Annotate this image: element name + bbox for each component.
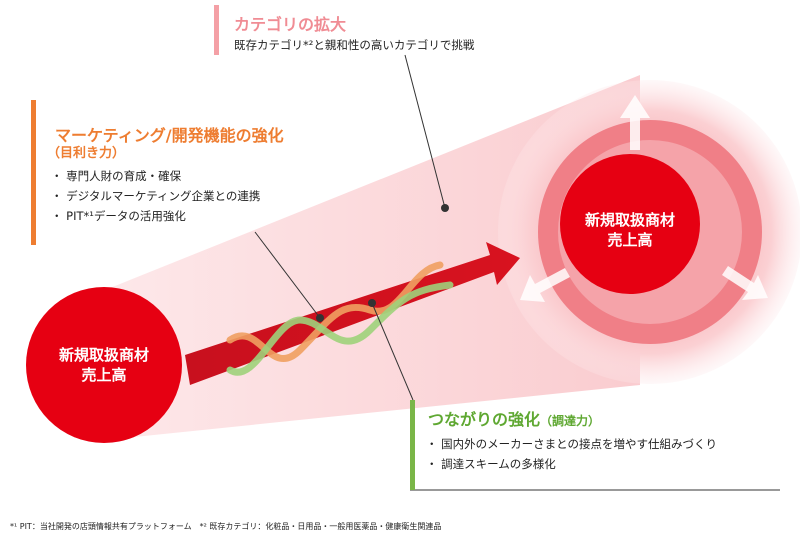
category-desc: 既存カテゴリ*²と親和性の高いカテゴリで挑戦 [234,38,475,52]
right-core [560,154,700,294]
marketing-list: ・ 専門人財の育成・確保 ・ デジタルマーケティング企業との連携 ・ PIT*¹… [51,166,260,226]
category-bar [214,5,219,55]
connector-lines [254,54,446,401]
footnote: *¹ PIT：当社開発の店頭情報共有プラットフォーム *² 既存カテゴリ：化粧品… [10,522,442,531]
helix-strand-orange [226,261,444,362]
left-circle-label: 新規取扱商材 売上高 [44,345,164,385]
left-circle [26,287,182,443]
procurement-item: ・ 国内外のメーカーさまとの接点を増やす仕組みづくり [426,437,718,451]
right-circle-line2: 売上高 [607,231,653,249]
helix-strand-green [226,281,454,376]
procurement-title-suffix: （調達力） [540,414,601,428]
procurement-connector [371,302,414,401]
connector-dot [368,299,376,307]
arrow-up-icon [620,95,650,150]
procurement-box: つながりの強化（調達力） ・ 国内外のメーカーさまとの接点を増やす仕組みづくり … [410,400,780,490]
connector-dot [441,204,449,212]
procurement-bar [410,400,415,490]
marketing-item: ・ PIT*¹データの活用強化 [51,209,186,223]
marketing-item: ・ デジタルマーケティング企業との連携 [51,189,261,203]
procurement-heading: つながりの強化（調達力） [428,406,600,430]
marketing-item: ・ 専門人財の育成・確保 [51,169,182,183]
marketing-bar [31,100,36,245]
procurement-list: ・ 国内外のメーカーさまとの接点を増やす仕組みづくり ・ 調達スキームの多様化 [426,434,717,474]
procurement-title: つながりの強化 [428,410,541,429]
marketing-title: マーケティング/開発機能の強化 [55,126,284,145]
marketing-box: マーケティング/開発機能の強化 （目利き力） ・ 専門人財の育成・確保 ・ デジ… [31,100,311,245]
left-circle-line2: 売上高 [81,366,127,384]
expansion-arrows [520,95,768,302]
marketing-connector [254,231,321,319]
marketing-subtitle: （目利き力） [47,146,126,161]
category-connector [404,54,446,209]
right-circle-line1: 新規取扱商材 [584,211,675,229]
category-title: カテゴリの拡大 [234,15,347,34]
category-box: カテゴリの拡大 既存カテゴリ*²と親和性の高いカテゴリで挑戦 [214,5,514,55]
procurement-item: ・ 調達スキームの多様化 [426,457,556,471]
helix [226,261,454,376]
left-circle-line1: 新規取扱商材 [58,346,149,364]
right-circle-label: 新規取扱商材 売上高 [570,210,690,250]
arrow-left-down-icon [520,268,570,302]
arrow-right-down-icon [722,266,768,300]
connector-dot [316,314,324,322]
